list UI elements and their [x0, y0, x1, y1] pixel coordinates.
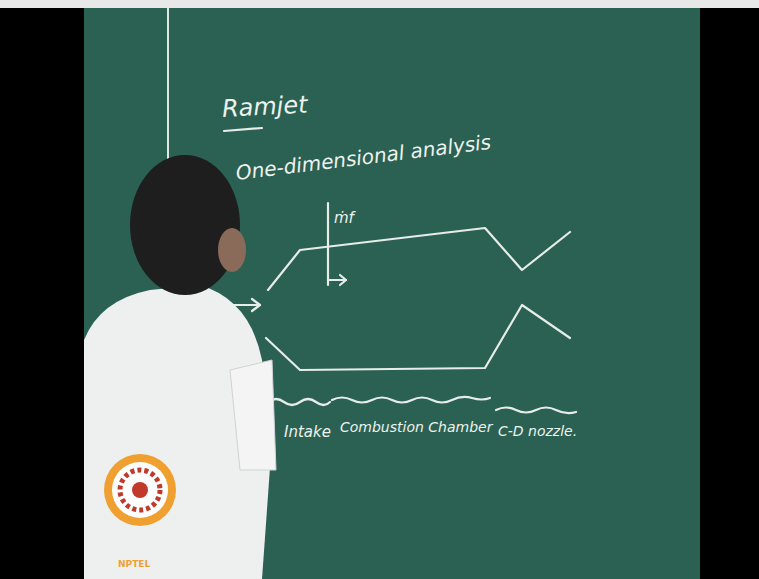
upper-wall — [268, 228, 570, 290]
top-strip — [0, 0, 759, 8]
lecturer — [84, 155, 276, 579]
logo-gear — [120, 470, 160, 510]
lower-wall — [266, 305, 570, 370]
logo-inner — [112, 462, 168, 518]
logo-ring — [104, 454, 176, 526]
lecturer-head — [130, 155, 240, 295]
lecturer-ear — [218, 228, 246, 272]
fuel-flow-symbol: ṁf — [334, 210, 354, 227]
inflow-arrow — [232, 304, 260, 306]
fuel-arrowhead — [340, 275, 346, 285]
part-name: Intake — [284, 424, 331, 441]
title-label: Ramjet — [221, 92, 308, 123]
logo-hub — [132, 482, 148, 498]
part-name: Combustion Chamber — [340, 420, 492, 435]
title-underline — [224, 128, 262, 131]
blackboard — [84, 8, 700, 579]
board-edge — [167, 8, 169, 160]
intake-brace — [268, 399, 330, 405]
inflow-arrowhead — [252, 299, 260, 311]
logo-text: NPTEL — [118, 560, 150, 570]
chamber-brace — [332, 397, 490, 403]
paper-sheet — [230, 360, 276, 470]
fuel-injection-line — [327, 203, 329, 285]
nozzle-brace — [496, 408, 576, 414]
fuel-arrow — [328, 279, 346, 281]
nptel-logo — [104, 454, 176, 526]
part-name: C-D nozzle. — [498, 424, 577, 439]
